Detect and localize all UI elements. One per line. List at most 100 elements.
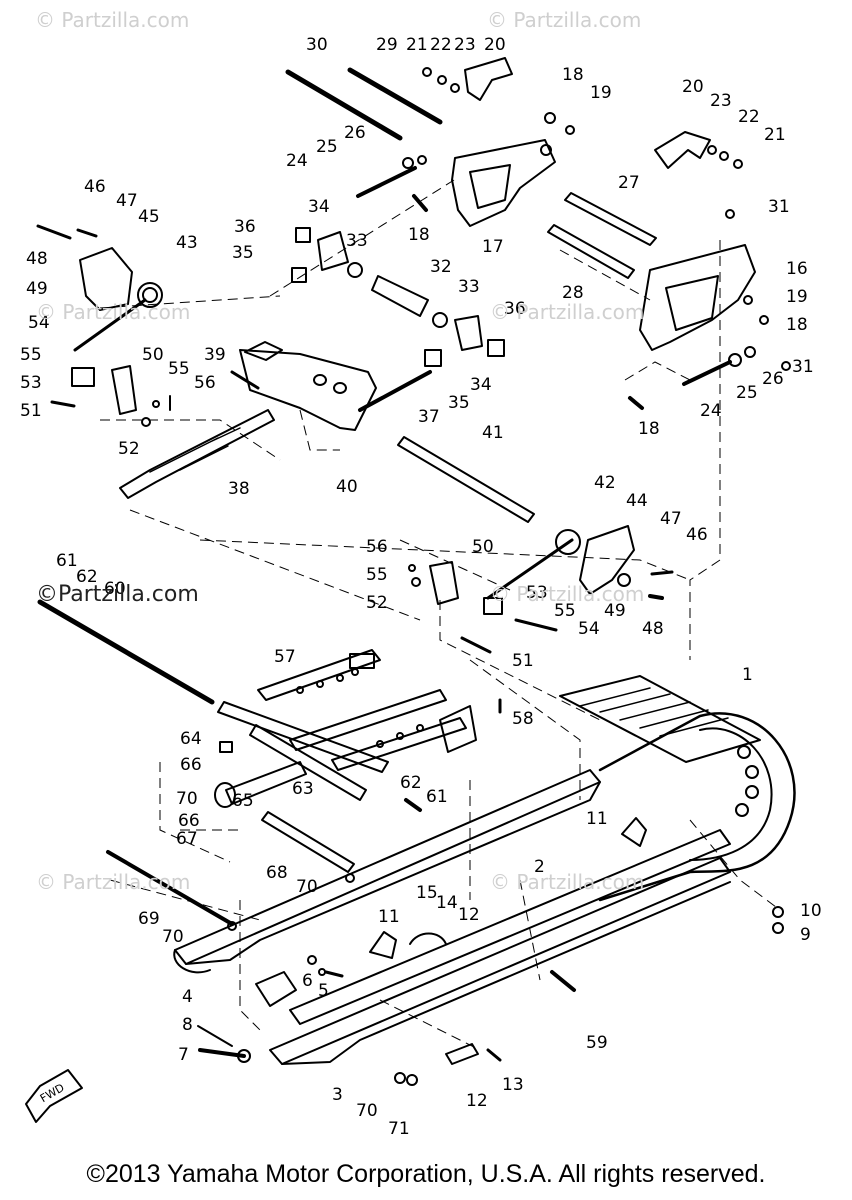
callout-47: 47 — [660, 509, 682, 529]
rear-plate-1 — [559, 675, 761, 763]
callout-70: 70 — [162, 927, 184, 947]
callout-46: 46 — [686, 525, 708, 545]
callout-17: 17 — [482, 237, 504, 257]
callout-22: 22 — [430, 35, 452, 55]
callout-44: 44 — [626, 491, 648, 511]
callout-53: 53 — [20, 373, 42, 393]
frame-bracket-16 — [639, 244, 756, 351]
callout-23: 23 — [454, 35, 476, 55]
callout-66: 66 — [180, 755, 202, 775]
callout-32: 32 — [430, 257, 452, 277]
rod-60 — [37, 599, 215, 705]
callout-54: 54 — [578, 619, 600, 639]
rear-curved-rail — [598, 712, 796, 902]
callout-13: 13 — [502, 1075, 524, 1095]
part-4 — [255, 971, 297, 1007]
callout-58: 58 — [512, 709, 534, 729]
callout-25: 25 — [736, 383, 758, 403]
callout-5: 5 — [318, 981, 329, 1001]
callout-46: 46 — [84, 177, 106, 197]
tube-27 — [564, 192, 657, 246]
callout-45: 45 — [138, 207, 160, 227]
plate-44 — [579, 525, 635, 595]
callout-42: 42 — [594, 473, 616, 493]
callout-70: 70 — [176, 789, 198, 809]
callout-60: 60 — [104, 579, 126, 599]
watermark: © Partzilla.com — [490, 300, 645, 324]
adjuster-50-left — [111, 365, 137, 415]
callout-3: 3 — [332, 1085, 343, 1105]
callout-7: 7 — [178, 1045, 189, 1065]
callout-52: 52 — [118, 439, 140, 459]
callout-18: 18 — [638, 419, 660, 439]
callout-51: 51 — [20, 401, 42, 421]
callout-47: 47 — [116, 191, 138, 211]
callout-55: 55 — [366, 565, 388, 585]
rod-29 — [347, 67, 443, 125]
callout-26: 26 — [344, 123, 366, 143]
watermark: © Partzilla.com — [490, 870, 645, 894]
callout-61: 61 — [56, 551, 78, 571]
callout-15: 15 — [416, 883, 438, 903]
watermark: © Partzilla.com — [490, 582, 645, 606]
callout-49: 49 — [26, 279, 48, 299]
tube-28 — [547, 224, 635, 279]
watermark: © Partzilla.com — [35, 8, 190, 32]
callout-9: 9 — [800, 925, 811, 945]
callout-71: 71 — [388, 1119, 410, 1139]
shock-absorber-38 — [119, 409, 275, 499]
frame-bracket-17 — [451, 139, 556, 227]
callout-38: 38 — [228, 479, 250, 499]
callout-25: 25 — [316, 137, 338, 157]
callout-50: 50 — [142, 345, 164, 365]
callout-20: 20 — [682, 77, 704, 97]
callout-24: 24 — [700, 401, 722, 421]
callout-67: 67 — [176, 829, 198, 849]
callout-31: 31 — [792, 357, 814, 377]
runner-3 — [269, 857, 731, 1065]
callout-19: 19 — [590, 83, 612, 103]
arm-63 — [225, 761, 307, 805]
callout-55: 55 — [168, 359, 190, 379]
callout-1: 1 — [742, 665, 753, 685]
callout-41: 41 — [482, 423, 504, 443]
spring-42 — [555, 529, 581, 555]
callout-18: 18 — [562, 65, 584, 85]
callout-2: 2 — [534, 857, 545, 877]
callout-11: 11 — [586, 809, 608, 829]
spring-43 — [137, 282, 163, 308]
callout-56: 56 — [194, 373, 216, 393]
callout-12: 12 — [458, 905, 480, 925]
callout-21: 21 — [406, 35, 428, 55]
callout-24: 24 — [286, 151, 308, 171]
callout-23: 23 — [710, 91, 732, 111]
callout-31: 31 — [768, 197, 790, 217]
watermark: © Partzilla.com — [487, 8, 642, 32]
callout-33: 33 — [346, 231, 368, 251]
callout-26: 26 — [762, 369, 784, 389]
callout-6: 6 — [302, 971, 313, 991]
plate-45 — [79, 247, 133, 311]
callout-34: 34 — [470, 375, 492, 395]
callout-61: 61 — [426, 787, 448, 807]
callout-40: 40 — [336, 477, 358, 497]
callout-50: 50 — [472, 537, 494, 557]
callout-29: 29 — [376, 35, 398, 55]
callout-12: 12 — [466, 1091, 488, 1111]
rod-30 — [285, 69, 403, 141]
callout-48: 48 — [26, 249, 48, 269]
callout-51: 51 — [512, 651, 534, 671]
callout-55: 55 — [554, 601, 576, 621]
callout-63: 63 — [292, 779, 314, 799]
bracket-20-top — [464, 57, 513, 101]
callout-35: 35 — [448, 393, 470, 413]
callout-21: 21 — [764, 125, 786, 145]
swing-arm-40 — [239, 349, 377, 431]
callout-30: 30 — [306, 35, 328, 55]
callout-66: 66 — [178, 811, 200, 831]
callout-53: 53 — [526, 583, 548, 603]
watermark: © Partzilla.com — [36, 300, 191, 324]
callout-37: 37 — [418, 407, 440, 427]
copyright-notice: ©2013 Yamaha Motor Corporation, U.S.A. A… — [86, 1160, 766, 1188]
callout-48: 48 — [642, 619, 664, 639]
